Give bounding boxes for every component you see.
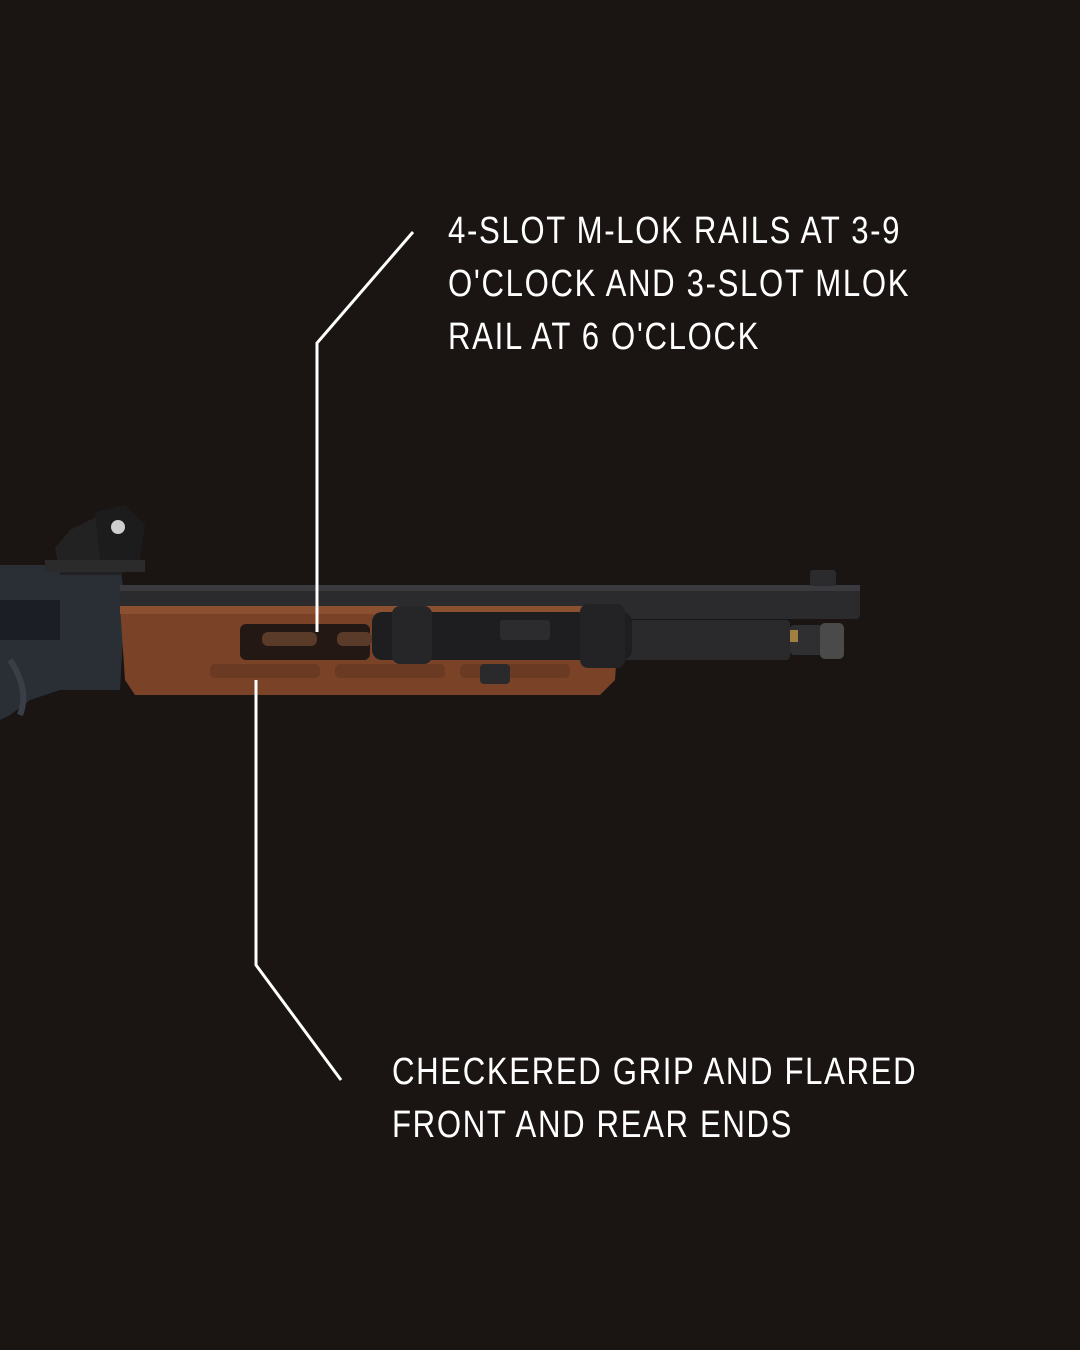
- bottom-leader-line: [254, 680, 343, 1081]
- weapon-light-icon: [372, 604, 632, 684]
- callout-checkered-grip: CHECKERED GRIP AND FLARED FRONT AND REAR…: [392, 1046, 917, 1152]
- red-dot-sight-icon: [45, 505, 145, 575]
- callout-top-line-3: RAIL AT 6 O'CLOCK: [448, 316, 761, 358]
- callout-mlok-rails: 4-SLOT M-LOK RAILS AT 3-9 O'CLOCK AND 3-…: [448, 205, 924, 364]
- callout-top-line-1: 4-SLOT M-LOK RAILS AT 3-9: [448, 210, 902, 252]
- callout-bottom-line-2: FRONT AND REAR ENDS: [392, 1104, 794, 1146]
- top-leader-line: [315, 231, 415, 632]
- receiver: [0, 565, 125, 720]
- callout-top-line-2: O'CLOCK AND 3-SLOT MLOK: [448, 263, 911, 305]
- callout-bottom-line-1: CHECKERED GRIP AND FLARED: [392, 1051, 918, 1093]
